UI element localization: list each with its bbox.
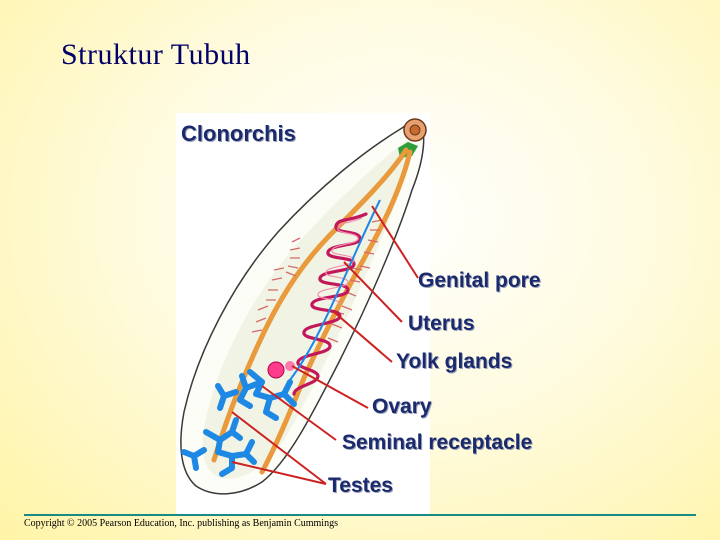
testes-lower	[181, 417, 257, 477]
central-duct	[289, 199, 381, 381]
leader-uterus	[343, 261, 403, 323]
label-ovary: Ovary	[372, 395, 432, 418]
gut-right	[259, 149, 413, 475]
leader-lines	[231, 205, 419, 485]
leader-seminal-receptacle	[261, 385, 337, 441]
leader-genital-pore	[371, 205, 419, 279]
genus-label: Clonorchis	[181, 121, 296, 146]
leader-testes-1	[231, 461, 327, 485]
leader-ovary	[291, 365, 369, 409]
ovary	[267, 361, 285, 379]
label-seminal-receptacle: Seminal receptacle	[342, 431, 533, 454]
slide-title: Struktur Tubuh	[61, 38, 251, 71]
yolk-glands	[251, 219, 383, 343]
footer-rule	[24, 514, 696, 516]
label-uterus: Uterus	[408, 312, 475, 335]
label-yolk-glands: Yolk glands	[396, 350, 513, 373]
testes-upper	[215, 369, 297, 421]
uterus-coils	[292, 212, 368, 396]
label-testes: Testes	[328, 474, 393, 497]
leader-yolk-glands	[333, 311, 393, 363]
copyright-text: Copyright © 2005 Pearson Education, Inc.…	[24, 518, 338, 529]
leader-testes-2	[231, 411, 327, 485]
gut-left	[211, 147, 409, 463]
label-genital-pore: Genital pore	[418, 269, 541, 292]
